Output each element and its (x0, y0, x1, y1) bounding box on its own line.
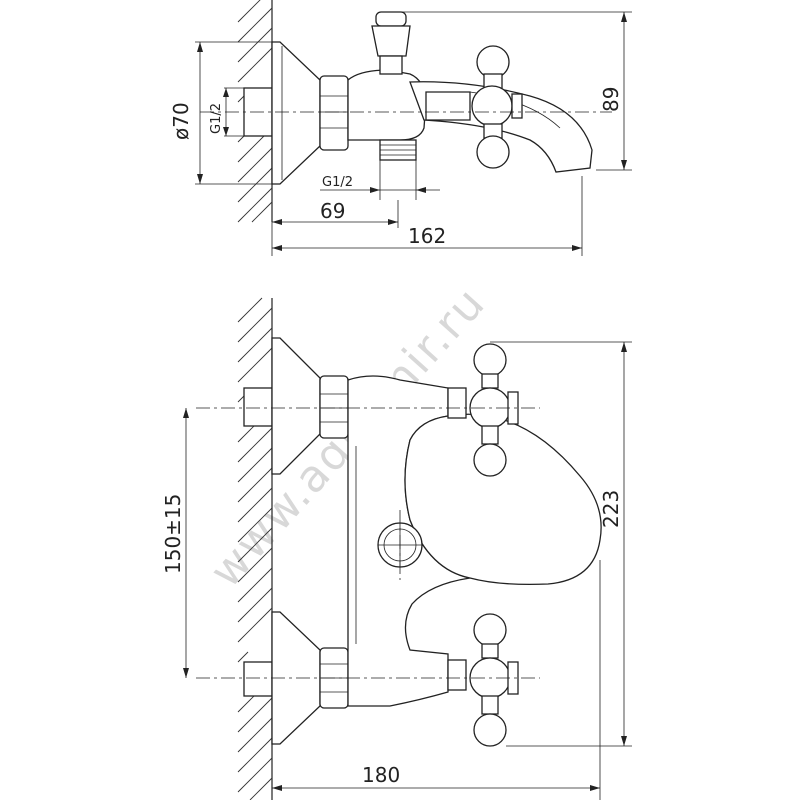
dim-height-front: 223 (599, 490, 623, 528)
top-view: ø70 G1/2 G1/2 69 162 89 (169, 0, 632, 256)
front-view: 150±15 223 180 (161, 297, 632, 800)
wall-hatch-front (237, 297, 273, 800)
dim-width: 180 (362, 763, 400, 787)
dim-centers: 150±15 (161, 494, 185, 574)
dim-outlet-offset: 69 (320, 199, 345, 223)
dim-diameter: ø70 (169, 102, 193, 140)
dim-inlet-thread: G1/2 (209, 103, 224, 134)
dim-height-top: 89 (599, 87, 623, 112)
dim-total-depth: 162 (408, 224, 446, 248)
dim-outlet-thread: G1/2 (322, 175, 353, 190)
wall-hatch-top (237, 0, 273, 223)
